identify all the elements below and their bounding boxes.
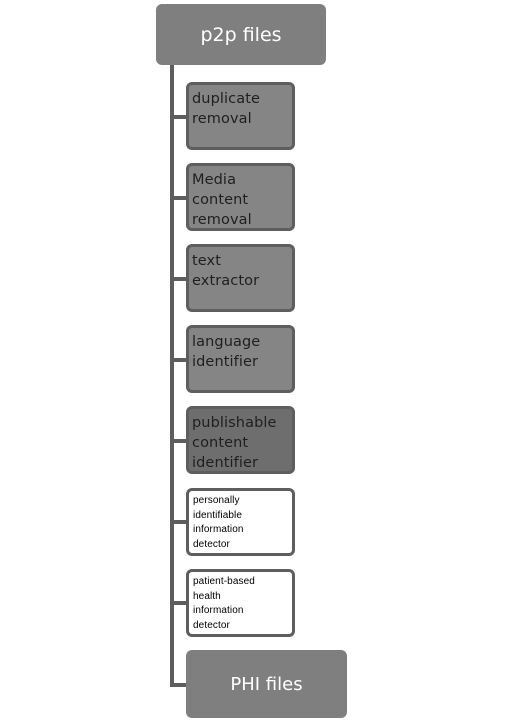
step-node-language-identifier: language identifier (186, 325, 295, 393)
connector-branch-output (170, 683, 188, 687)
root-node-p2p-files: p2p files (156, 4, 326, 65)
step-node-duplicate-removal: duplicate removal (186, 82, 295, 150)
step-node-pii-detector: personally identifiable information dete… (186, 488, 295, 556)
output-node-label: PHI files (230, 673, 303, 695)
connector-branch-3 (170, 277, 188, 281)
output-node-phi-files: PHI files (186, 650, 347, 718)
connector-branch-4 (170, 358, 188, 362)
connector-branch-5 (170, 439, 188, 443)
step-node-phi-detector: patient-based health information detecto… (186, 569, 295, 637)
step-node-media-content-removal: Media content removal (186, 163, 295, 231)
root-node-label: p2p files (200, 23, 282, 46)
pipeline-connector-trunk (170, 64, 174, 686)
connector-branch-6 (170, 520, 188, 524)
connector-branch-1 (170, 115, 188, 119)
connector-branch-7 (170, 601, 188, 605)
connector-branch-2 (170, 196, 188, 200)
step-node-text-extractor: text extractor (186, 244, 295, 312)
step-node-publishable-content-identifier: publishable content identifier (186, 406, 295, 474)
